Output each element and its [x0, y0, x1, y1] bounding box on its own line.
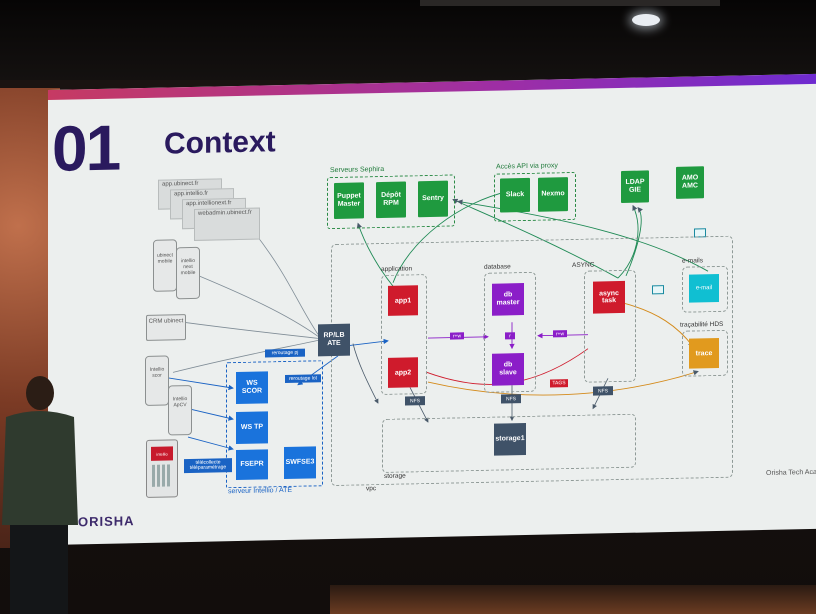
fsepr-node: FSEPR: [236, 449, 268, 481]
website-url: app.intellio.fr: [174, 190, 209, 198]
vpc-label: vpc: [366, 485, 377, 493]
tags-tag: TAGS: [550, 379, 568, 388]
storage1-node: storage1: [494, 422, 526, 456]
storage-label: storage: [384, 472, 406, 480]
db-label: db: [503, 290, 513, 299]
terminal-keypad: [152, 464, 172, 487]
trace-node: trace: [689, 337, 719, 369]
email-node: e-mail: [689, 273, 719, 303]
slack-node: Slack: [500, 177, 530, 213]
brand-logo: ORISHA: [78, 513, 135, 530]
payment-terminal: intellio: [146, 439, 178, 498]
rw-tag: r+w: [553, 330, 567, 338]
rp-lb-role: ATE: [327, 339, 341, 348]
intellio-server-label: serveur Intellio / ATE: [228, 486, 293, 496]
ceiling: [0, 0, 816, 80]
phone-label: Intellio scor: [149, 366, 165, 379]
ceiling-rail: [420, 0, 720, 6]
depot-rpm-node: Dépôt RPM: [376, 181, 406, 219]
application-label: application: [381, 265, 413, 274]
tracabilite-label: traçabilité HDS: [680, 320, 724, 329]
async-task-node: async task: [593, 280, 625, 314]
website-window-4: webadmin.ubinect.fr: [194, 207, 260, 241]
ceiling-lamp: [632, 14, 660, 26]
rw-tag: r+w: [450, 332, 464, 340]
db-role: master: [496, 299, 520, 307]
amo-amc-node: AMO AMC: [676, 166, 704, 199]
puppet-master-node: Puppet Master: [334, 182, 364, 220]
terminal-screen: intellio: [151, 446, 173, 461]
ws-tp-node: WS TP: [236, 411, 268, 445]
presenter-silhouette: [2, 376, 78, 614]
nfs-tag: NFS: [501, 394, 521, 404]
reroutage-lot-tag: reroutage lot: [285, 374, 321, 384]
teleparametrage-label: téléparamétrage: [189, 464, 227, 472]
phone-label: ubinect mobile: [156, 252, 174, 265]
website-url: app.ubinect.fr: [162, 180, 199, 188]
sephira-label: Serveurs Sephira: [330, 165, 385, 175]
api-proxy-label: Accès API via proxy: [496, 162, 558, 171]
db-role: slave: [499, 369, 517, 377]
intellio-apcv-phone: Intellio ApCV: [168, 384, 192, 436]
ws-scor-node: WS SCOR: [236, 371, 268, 405]
intellio-scor-phone: Intellio scor: [145, 355, 169, 406]
app2-node: app2: [388, 357, 418, 388]
projection-screen: 01 Context: [48, 73, 816, 546]
r-tag: r: [505, 332, 515, 340]
website-url: app.intellionext.fr: [186, 200, 232, 208]
terminal-label: intellio: [156, 450, 168, 457]
ldap-gie-node: LDAP GIE: [621, 170, 649, 203]
nexmo-node: Nexmo: [538, 177, 568, 212]
footer-credit: Orisha Tech Acade: [766, 468, 816, 477]
sentry-node: Sentry: [418, 180, 448, 218]
emails-label: e-mails: [682, 257, 703, 265]
nfs-tag: NFS: [593, 386, 613, 396]
reroutage-pj-tag: reroutage pj: [265, 348, 305, 358]
phone-label: intellio next mobile: [180, 257, 196, 277]
database-label: database: [484, 263, 511, 271]
floor: [330, 585, 816, 614]
swfse3-node: SWFSE3: [284, 446, 316, 480]
crm-ubinect-screen: CRM ubinect: [146, 314, 186, 341]
async-label: ASYNC: [572, 261, 595, 270]
rp-lb-label: RP/LB: [323, 331, 345, 339]
phone-label: Intellio ApCV: [172, 396, 188, 409]
ubinect-mobile-phone: ubinect mobile: [153, 239, 177, 292]
app1-node: app1: [388, 285, 418, 316]
website-url: webadmin.ubinect.fr: [198, 209, 252, 217]
intellio-next-phone: intellio next mobile: [176, 246, 200, 300]
db-label: db: [503, 360, 513, 369]
crm-label: CRM ubinect: [148, 318, 184, 325]
nfs-tag: NFS: [405, 396, 425, 406]
envelope-icon: [652, 285, 664, 295]
